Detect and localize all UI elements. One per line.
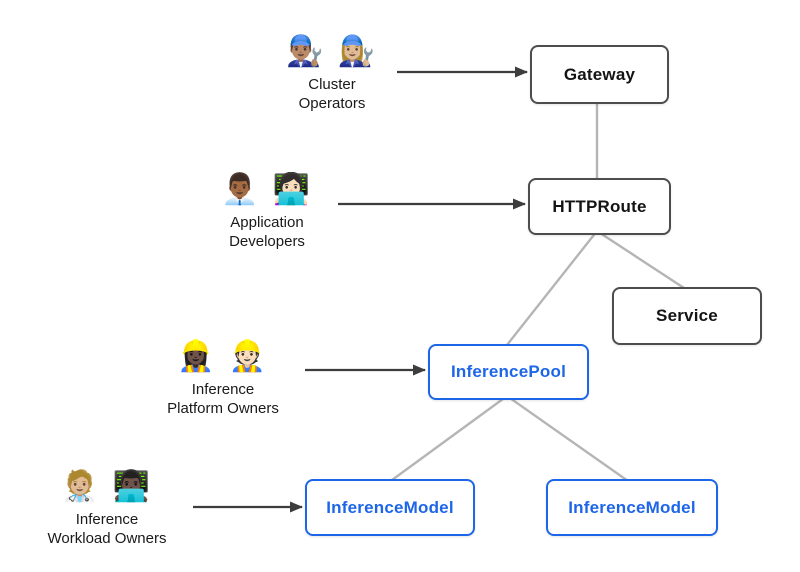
persona-label-line1: Inference bbox=[191, 381, 255, 398]
scientist-technologist-emoji-icon: 🧑🏼‍⚕️ 👨🏿‍💻 bbox=[60, 470, 154, 503]
edge-inferencepool-inferencemodel-right bbox=[506, 395, 629, 482]
persona-label-line1: Application bbox=[230, 214, 304, 231]
mechanics-emoji-icon: 👨🏽‍🔧 👩🏼‍🔧 bbox=[285, 35, 379, 68]
persona-label-line1: Inference bbox=[75, 511, 139, 528]
edge-httproute-inferencepool bbox=[506, 230, 598, 346]
persona-label-line2: Operators bbox=[298, 94, 366, 112]
node-inferencepool: InferencePool bbox=[428, 344, 589, 400]
node-gateway: Gateway bbox=[530, 45, 669, 104]
node-service: Service bbox=[612, 287, 762, 345]
persona-label-line2: Developers bbox=[229, 232, 305, 250]
persona-cluster-operators: 👨🏽‍🔧 👩🏼‍🔧 Cluster Operators bbox=[237, 28, 427, 113]
node-httproute: HTTPRoute bbox=[528, 178, 671, 235]
persona-label-line1: Cluster bbox=[308, 76, 356, 93]
persona-label-line2: Workload Owners bbox=[47, 529, 167, 547]
persona-label-line2: Platform Owners bbox=[167, 399, 279, 417]
edge-httproute-service bbox=[596, 229, 685, 290]
node-inferencemodel-left: InferenceModel bbox=[305, 479, 475, 536]
persona-application-developers: 👨🏾‍💼 👩🏻‍💻 Application Developers bbox=[172, 166, 362, 251]
construction-workers-emoji-icon: 👷🏿‍♀️ 👷🏻 bbox=[176, 340, 270, 373]
node-inferencemodel-right: InferenceModel bbox=[546, 479, 718, 536]
edge-inferencepool-inferencemodel-left bbox=[391, 395, 508, 481]
persona-inference-platform-owners: 👷🏿‍♀️ 👷🏻 Inference Platform Owners bbox=[128, 333, 318, 418]
developers-emoji-icon: 👨🏾‍💼 👩🏻‍💻 bbox=[220, 173, 314, 206]
persona-inference-workload-owners: 🧑🏼‍⚕️ 👨🏿‍💻 Inference Workload Owners bbox=[12, 463, 202, 548]
